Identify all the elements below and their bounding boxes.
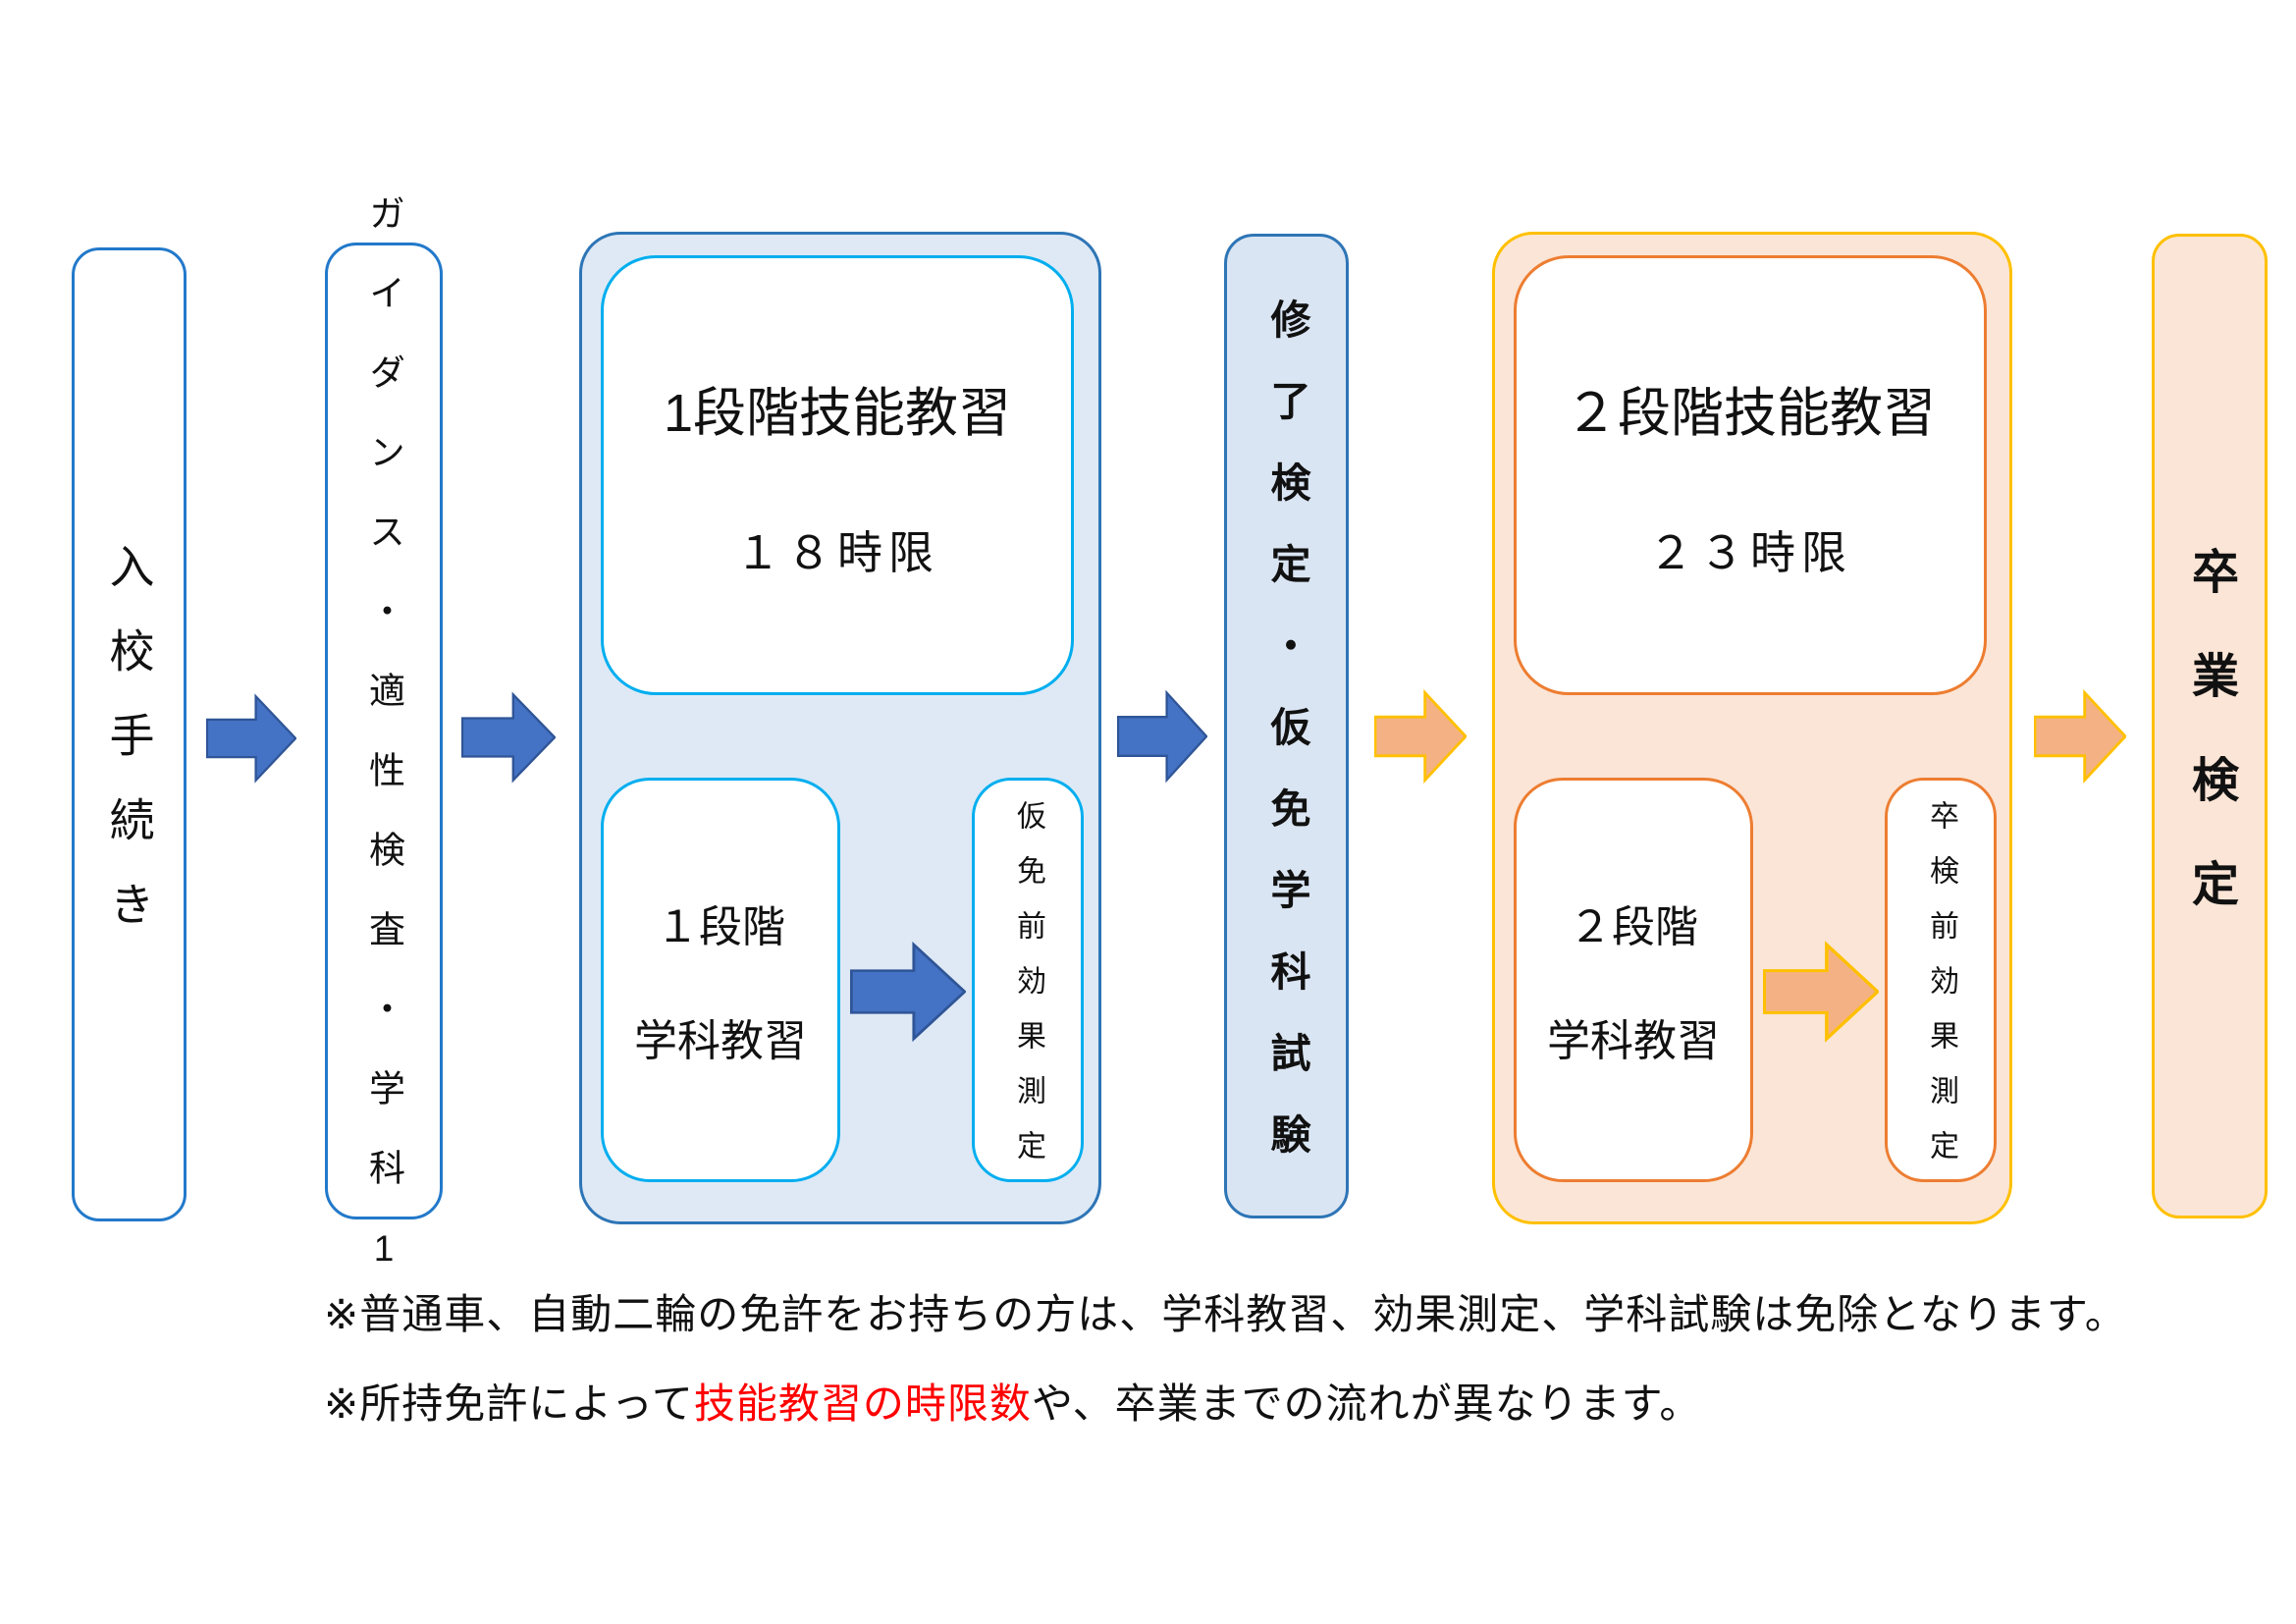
stage1-skill-hours: １８時限 [735,526,939,578]
stage1-lecture-line2: 学科教習 [634,1017,807,1065]
note-line-1: ※普通車、自動二輪の免許をお持ちの方は、学科教習、効果測定、学科試験は免除となり… [324,1291,2127,1337]
arrow-right-icon [1763,937,1879,1047]
graduation-exam-box: 卒業検定 [2152,234,2268,1218]
stage2-skill-hours: ２３時限 [1648,526,1852,578]
arrow-right-icon [850,937,966,1047]
arrow-right-icon [1117,685,1207,787]
note-line-2-highlight: 技能教習の時限数 [693,1380,1032,1427]
arrow-right-icon [2034,685,2126,787]
stage2-lecture-box: ２段階 学科教習 [1514,778,1753,1182]
graduation-exam-label: 卒業検定 [2184,546,2236,963]
completion-exam-label: 修了検定・仮免学科試験 [1264,298,1309,1195]
stage2-pretest-box: 卒検前効果測定 [1885,778,1997,1185]
stage2-lecture-line1: ２段階 [1569,903,1698,951]
entry-procedure-label: 入校手続き [103,543,155,965]
stage1-skill-title: 1段階技能教習 [663,383,1012,443]
arrow-right-icon [206,689,296,787]
stage1-pretest-box: 仮免前効果測定 [972,778,1084,1185]
entry-procedure-box: 入校手続き [72,247,187,1221]
arrow-right-icon [1374,685,1467,787]
completion-exam-box: 修了検定・仮免学科試験 [1224,234,1349,1218]
arrow-right-icon [461,687,556,787]
stage1-skill-box: 1段階技能教習 １８時限 [601,255,1074,695]
stage2-pretest-label: 卒検前効果測定 [1925,800,1957,1185]
guidance-label: ガイダンス・適性検査・学科1 [363,193,404,1312]
guidance-box: ガイダンス・適性検査・学科1 [325,194,443,1312]
note-line-2-suffix: や、卒業までの流れが異なります。 [1031,1380,1702,1427]
stage2-lecture-line2: 学科教習 [1547,1017,1720,1065]
stage1-lecture-box: １段階 学科教習 [601,778,840,1182]
note-line-2: ※所持免許によって技能教習の時限数や、卒業までの流れが異なります。 [324,1371,1701,1431]
stage2-skill-box: ２段階技能教習 ２３時限 [1514,255,1987,695]
stage1-pretest-label: 仮免前効果測定 [1012,800,1044,1185]
note-line-2-prefix: ※所持免許によって [324,1380,694,1427]
stage1-lecture-line1: １段階 [656,903,785,951]
stage2-skill-title: ２段階技能教習 [1565,383,1936,443]
